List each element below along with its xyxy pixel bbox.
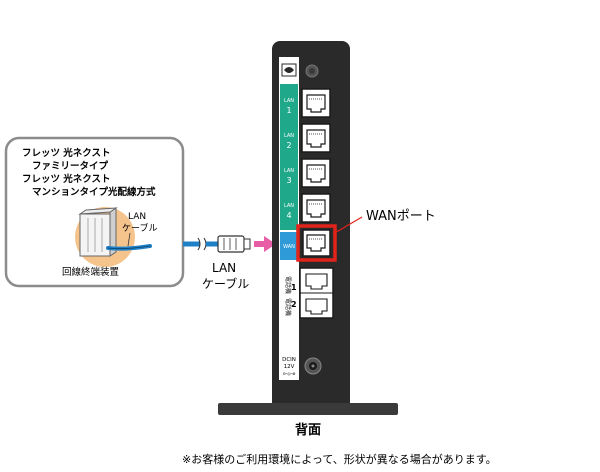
wan-callout-leader bbox=[332, 216, 363, 235]
tel-label-1-num: 1 bbox=[291, 283, 297, 292]
connect-arrow-icon bbox=[254, 236, 276, 252]
tel-label-1: 電話機 bbox=[284, 276, 292, 294]
lan-strip bbox=[280, 84, 298, 230]
info-line-3: フレッツ 光ネクスト bbox=[22, 173, 111, 185]
lan-label-1-tag: LAN bbox=[284, 98, 294, 104]
dcin-label: DCIN bbox=[282, 357, 296, 363]
lan-port-1 bbox=[301, 88, 331, 118]
info-line-2: ファミリータイプ bbox=[32, 160, 109, 172]
wan-port-highlight bbox=[296, 224, 337, 262]
rj45-connector-body bbox=[217, 235, 245, 253]
onu-device-illustration bbox=[75, 207, 152, 267]
info-box: フレッツ 光ネクスト ファミリータイプ フレッツ 光ネクスト マンションタイプ光… bbox=[4, 136, 185, 288]
tel-label-2-num: 2 bbox=[291, 300, 297, 309]
info-line-4: マンションタイプ光配線方式 bbox=[32, 186, 156, 198]
onu-cable-label-2: ケーブル bbox=[122, 222, 157, 234]
lan-label-3-num: 3 bbox=[286, 176, 291, 185]
dcin-jack bbox=[304, 357, 322, 375]
lan-cable bbox=[183, 235, 251, 253]
back-label: 背面 bbox=[295, 422, 321, 438]
wan-label: WAN bbox=[283, 244, 295, 250]
tel-ports bbox=[299, 267, 334, 319]
lan-port-3 bbox=[301, 158, 331, 188]
lan-label-3-tag: LAN bbox=[284, 168, 294, 174]
dcin-voltage: 12V bbox=[284, 364, 295, 370]
onu-device-top bbox=[78, 207, 118, 215]
wan-callout-label: WANポート bbox=[366, 209, 436, 224]
router: LAN 1 LAN 2 LAN 3 LAN 4 WAN bbox=[218, 41, 398, 415]
dcin-polarity-icon: ⊖-◎-⊕ bbox=[282, 371, 295, 376]
info-line-1: フレッツ 光ネクスト bbox=[22, 147, 111, 159]
lan-label-2-tag: LAN bbox=[284, 133, 294, 139]
cable-label-1: LAN bbox=[212, 261, 236, 275]
lan-label-2-num: 2 bbox=[286, 141, 291, 150]
lan-port-4 bbox=[301, 193, 331, 223]
tel-label-2: 電話機 bbox=[284, 298, 292, 316]
cable-label-2: ケーブル bbox=[202, 276, 249, 291]
tel-label-2-text: 電話機 bbox=[284, 298, 292, 316]
lan-label-1-num: 1 bbox=[286, 106, 291, 115]
footnote: ※お客様のご利用環境によって、形状が異なる場合があります。 bbox=[182, 452, 497, 466]
lan-label-4-tag: LAN bbox=[284, 203, 294, 209]
onu-caption: 回線終端装置 bbox=[62, 266, 119, 278]
onu-cable-label-1: LAN bbox=[128, 212, 146, 222]
onu-cable-leader bbox=[127, 232, 131, 247]
tel-label-1-text: 電話機 bbox=[284, 276, 292, 294]
lan-label-4-num: 4 bbox=[286, 211, 291, 220]
wan-strip bbox=[280, 232, 298, 260]
router-stand bbox=[218, 403, 398, 415]
lan-port-2 bbox=[301, 123, 331, 153]
router-logo-icon bbox=[281, 63, 297, 77]
wan-port bbox=[302, 229, 331, 257]
rj45-connector-tip bbox=[243, 238, 251, 250]
